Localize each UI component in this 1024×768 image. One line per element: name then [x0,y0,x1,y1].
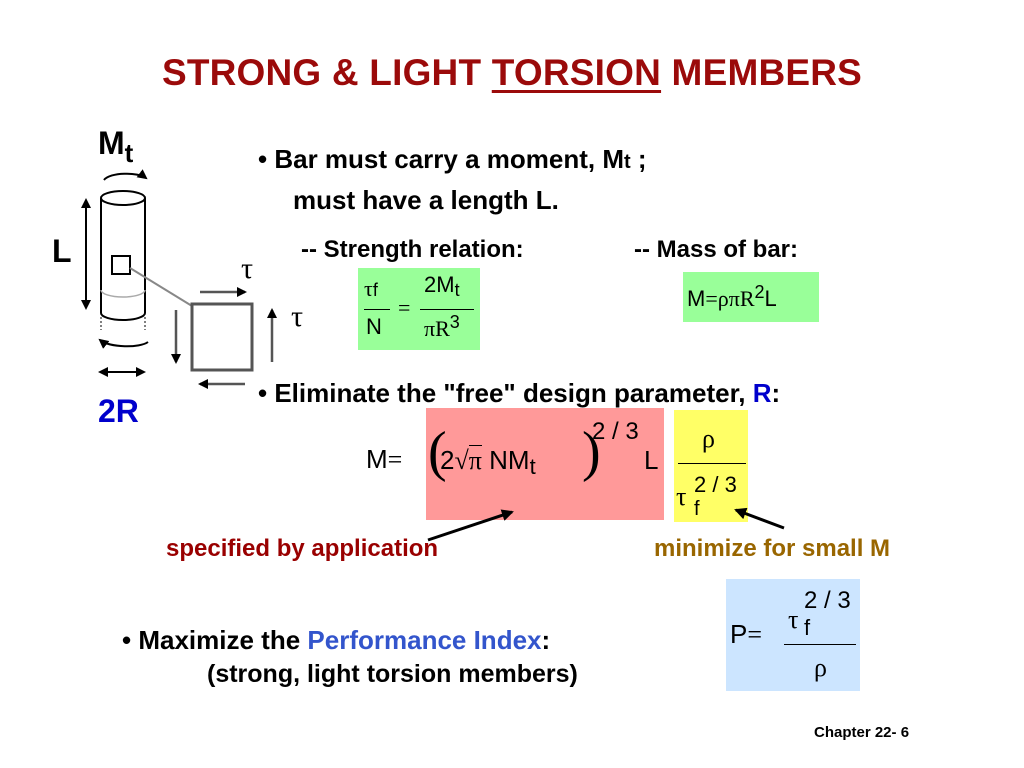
combined-inner: 2√π NMt [440,445,536,479]
performance-tau-exp: 2 / 3 [804,587,851,614]
title-part2: MEMBERS [661,52,863,93]
bullet-3-line2: (strong, light torsion members) [207,660,578,688]
mass-equation-box: M=ρπR2L [683,272,819,322]
performance-rho: ρ [814,653,827,682]
combined-yellow-box: ρ τ 2 / 3 f [674,410,748,522]
paren-open: ( [428,421,447,483]
paren-close: ) [582,421,601,483]
stress-element [190,302,254,372]
mass-heading: -- Mass of bar: [634,236,799,263]
strength-equation-box: τf N = 2Mt πR3 [358,268,480,350]
torsion-bar-figure [81,169,277,389]
strength-n: N [366,314,382,339]
combined-pink-box: ( 2√π NMt ) 2 / 3 L [426,408,664,520]
bullet-3: • Maximize the Performance Index: [122,625,551,655]
bottom-moment-arrow [98,338,149,349]
strength-numerator: 2Mt [424,272,460,300]
moment-label: Mt [98,125,134,168]
performance-lhs: P= [730,619,763,649]
mass-equation: M=ρπR2L [687,282,777,311]
title-part1: STRONG & LIGHT [161,52,492,93]
annotation-arrows [427,507,785,542]
right-annotation-arrow [734,507,785,530]
annotation-right: minimize for small M [654,535,891,562]
page-title: STRONG & LIGHT TORSION MEMBERS [0,52,1024,94]
combined-tau-sub: f [694,498,700,520]
tau-label-top: τ [241,252,254,285]
strength-equals: = [398,295,411,320]
title-underlined: TORSION [491,52,662,93]
combined-tau-exp: 2 / 3 [694,472,737,497]
combined-tau: τ [676,482,687,511]
surface-element [111,255,131,275]
performance-tau-sub: f [804,615,811,640]
annotation-left: specified by application [166,535,439,562]
strength-tau: τf [364,276,378,301]
left-annotation-arrow [427,509,514,542]
bullet-1-line2: must have a length L. [293,185,559,215]
diameter-label: 2R [98,393,139,429]
strength-heading: -- Strength relation: [301,236,524,263]
performance-tau: τ [788,605,799,634]
cylinder-shape [100,190,146,330]
top-moment-arrow [103,169,148,181]
combined-exponent: 2 / 3 [592,418,639,445]
tau-label-right: τ [291,300,304,333]
footer-chapter: Chapter 22- 6 [814,724,910,741]
combined-rho: ρ [702,424,715,453]
combined-L: L [644,445,659,475]
strength-denominator: πR3 [424,312,460,341]
combined-lhs: M= [366,444,403,474]
bullet-2: • Eliminate the "free" design parameter,… [258,378,781,408]
bullet-1: • Bar must carry a moment, Mt ; [258,144,647,174]
performance-index-box: P= τ 2 / 3 f ρ [726,579,860,691]
length-label: L [52,233,72,269]
